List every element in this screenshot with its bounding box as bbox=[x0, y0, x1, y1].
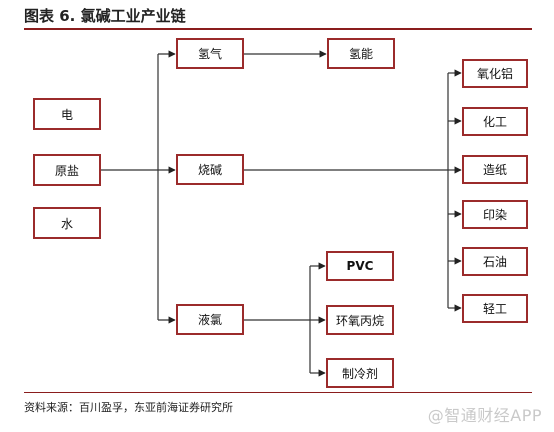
node-petroleum: 石油 bbox=[462, 247, 528, 276]
node-liquid-chlorine: 液氯 bbox=[176, 304, 244, 335]
node-light-industry: 轻工 bbox=[462, 294, 528, 323]
figure-title: 图表 6. 氯碱工业产业链 bbox=[24, 7, 186, 25]
node-water: 水 bbox=[33, 207, 101, 239]
source-note: 资料来源：百川盈孚，东亚前海证券研究所 bbox=[24, 401, 233, 414]
node-electricity: 电 bbox=[33, 98, 101, 130]
node-raw-salt: 原盐 bbox=[33, 154, 101, 186]
node-hydrogen-energy: 氢能 bbox=[327, 38, 395, 69]
node-hydrogen: 氢气 bbox=[176, 38, 244, 69]
node-chemical: 化工 bbox=[462, 107, 528, 136]
node-epoxy-propane: 环氧丙烷 bbox=[326, 305, 394, 335]
node-pvc: PVC bbox=[326, 251, 394, 281]
top-rule bbox=[24, 28, 532, 30]
node-refrigerant: 制冷剂 bbox=[326, 358, 394, 388]
node-paper: 造纸 bbox=[462, 155, 528, 184]
node-caustic-soda: 烧碱 bbox=[176, 154, 244, 185]
node-alumina: 氧化铝 bbox=[462, 59, 528, 88]
bottom-rule bbox=[24, 392, 532, 393]
node-dyeing: 印染 bbox=[462, 200, 528, 229]
watermark-text: @智通财经APP bbox=[427, 406, 542, 425]
